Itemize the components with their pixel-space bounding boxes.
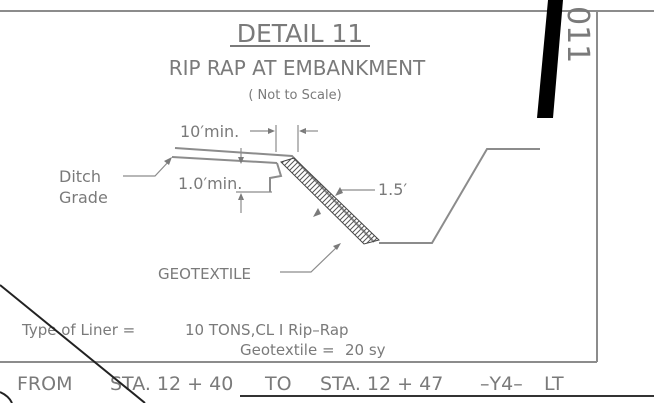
cross-section-drawing <box>171 147 540 245</box>
width-dimension-label: 10′min. <box>180 122 239 141</box>
riprap-layer <box>280 157 380 245</box>
geotextile-leader <box>280 245 339 273</box>
ditch-label-line2: Grade <box>59 188 108 207</box>
depth-dimension <box>236 148 272 213</box>
ditch-label-line1: Ditch <box>59 167 101 186</box>
liner-type-value: 10 TONS,CL I Rip–Rap <box>185 321 349 339</box>
north-arrow-wedge <box>537 0 563 118</box>
station-side: LT <box>544 373 564 395</box>
station-to-label: TO <box>264 373 292 395</box>
geotextile-qty-value: 20 sy <box>345 341 386 359</box>
geotextile-qty-label: Geotextile = <box>240 341 335 359</box>
thickness-label: 1.5′ <box>378 180 407 199</box>
geotextile-label: GEOTEXTILE <box>158 265 251 283</box>
depth-dimension-label: 1.0′min. <box>178 174 242 193</box>
diagonal-line <box>0 284 146 403</box>
border-frame <box>0 10 654 363</box>
scale-note: ( Not to Scale) <box>248 88 341 103</box>
corner-arc <box>0 391 13 403</box>
detail-title: DETAIL 11 <box>237 19 364 48</box>
station-start: STA. 12 + 40 <box>110 373 233 395</box>
corner-sheet-text: 011 <box>560 6 595 63</box>
thickness-dimension <box>313 187 375 217</box>
liner-type-label: Type of Liner = <box>21 321 135 339</box>
station-end: STA. 12 + 47 <box>320 373 443 395</box>
station-line: –Y4– <box>480 373 523 395</box>
detail-subtitle: RIP RAP AT EMBANKMENT <box>169 56 426 80</box>
ditch-leader <box>123 159 171 177</box>
station-from-label: FROM <box>17 373 72 395</box>
width-dimension <box>250 125 318 152</box>
